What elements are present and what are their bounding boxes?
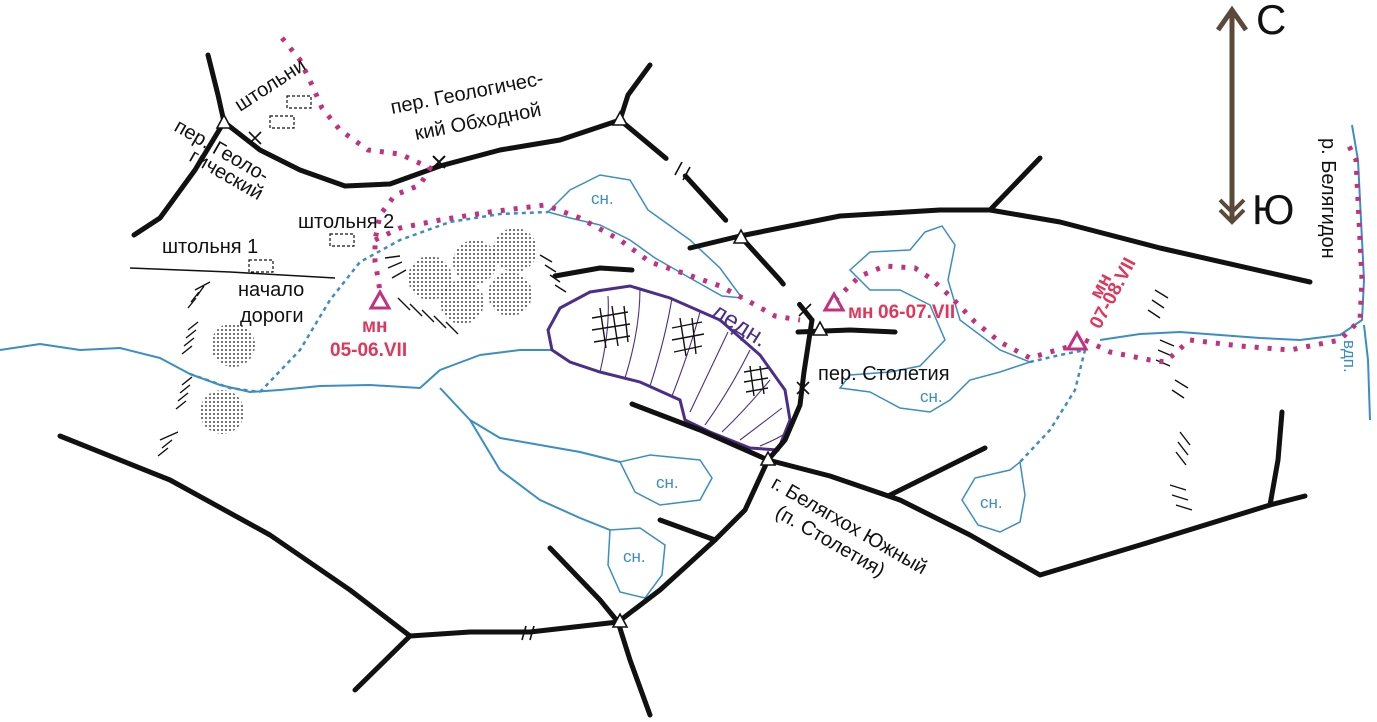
adit-2-label: штольня 2 (298, 211, 394, 233)
moraine-patch (200, 390, 244, 434)
snowfield-3-label: сн. (656, 473, 679, 492)
peak-triangle-icon (759, 450, 777, 466)
peak-triangle-icon (215, 113, 233, 129)
ridge-spur-west (687, 233, 743, 251)
ridge-sw-long (57, 433, 621, 639)
moraine-patches (200, 228, 537, 434)
main-river (0, 343, 552, 393)
snowfield-3 (618, 454, 713, 506)
map-labels: штольни пер. Геоло- гический пер. Геолог… (162, 54, 1359, 581)
moraine-patch (488, 272, 532, 316)
camp-triangle-icon (822, 290, 846, 312)
pass-cross-icon (798, 303, 812, 317)
camp-triangle-icon (1065, 329, 1089, 351)
road-line (129, 267, 336, 279)
ridge-south-spur1 (887, 445, 988, 498)
peak-triangle-icon (732, 228, 750, 244)
adits-label: штольни (231, 54, 310, 116)
ridge-south-long (765, 457, 1308, 578)
adit-rect-icon (329, 233, 355, 247)
snowfield-5-label: сн. (980, 493, 1003, 512)
ridge-sw-branch (352, 633, 413, 693)
moraine-patch (453, 240, 497, 284)
pass-markers (248, 131, 812, 395)
tributary-southwest (469, 419, 611, 531)
snowfield-4-label: сн. (623, 547, 646, 566)
compass-tail-icon (1218, 198, 1246, 215)
tributary-south (439, 387, 621, 463)
pass-cross-icon (432, 155, 446, 169)
adit-rect-icon (269, 115, 295, 129)
pass-cross-icon (796, 381, 810, 395)
river-label: р. Белягидон (1317, 138, 1339, 259)
moraine-patch (440, 280, 484, 324)
rivers (0, 124, 1371, 531)
stream-dashed-east (1019, 348, 1087, 463)
ridge-north-top (617, 62, 653, 123)
road-start-label-1: начало (238, 279, 304, 301)
snowfields: сн. сн. сн. сн. сн. (546, 174, 1033, 599)
peak-triangle-icon (611, 612, 629, 628)
snowfield-1-label: сн. (591, 189, 614, 208)
stream-dashed-west (259, 210, 549, 393)
compass-south-label: Ю (1252, 186, 1294, 233)
snowfield-5 (961, 460, 1026, 533)
road-start-label-2: дороги (240, 305, 304, 327)
camp-1-mark: мн (362, 316, 388, 337)
ridge-ticks (521, 161, 691, 641)
crevasse-icon (591, 305, 769, 397)
cliff-hatching (157, 254, 1193, 511)
moraine-patch (211, 323, 255, 367)
ridge-east-main (737, 207, 1313, 285)
snowfield-1 (546, 174, 744, 299)
compass-arrow-head-icon (1215, 5, 1249, 32)
ridge-south-tail (615, 619, 653, 718)
camp-1-dates: 05-06.VII (330, 340, 407, 361)
pass-cross-icon (248, 131, 262, 145)
pass-centenary-label: пер. Столетия (818, 363, 950, 385)
ridge-north-dash (617, 117, 815, 323)
route (280, 36, 1365, 365)
ridge-sw-spur (657, 517, 718, 543)
compass-tail-icon-2 (1218, 208, 1246, 225)
ridge-east-spur (987, 155, 1043, 213)
glacier-outline (546, 284, 792, 452)
peak-triangle-icon (811, 320, 829, 336)
peak-triangle-icon (611, 110, 629, 126)
moraine-patch (493, 228, 537, 272)
stream-dashed-southwest (189, 372, 261, 394)
route-track (280, 36, 1365, 365)
snowfield-2-label: сн. (920, 387, 943, 406)
waterfall-label: вдп. (1340, 340, 1359, 373)
ridge-south-spur2 (1267, 409, 1285, 508)
camps: мн 05-06.VII мн 06-07.VII мн 07-08.VII (330, 254, 1141, 361)
glacier-flow-lines (599, 287, 789, 447)
ridge-geological (131, 52, 227, 238)
ridges (57, 52, 1313, 718)
camp-triangle-icon (368, 288, 392, 310)
river-belyagidon-out (1363, 324, 1371, 421)
glacier: ледн. (546, 284, 792, 452)
compass-north-label: С (1256, 0, 1286, 43)
adit-rect-icon (248, 259, 274, 273)
snowfield-4 (607, 527, 666, 599)
camp-2-dates: 06-07.VII (878, 302, 955, 323)
ridge-sw-branch2 (547, 545, 621, 625)
ridge-west-glacier (629, 401, 771, 463)
adit-markers (248, 95, 355, 273)
adit-1-label: штольня 1 (162, 236, 258, 258)
camp-2-mark: мн (848, 302, 874, 323)
snowfield-2 (838, 225, 1033, 413)
ridge-north (221, 117, 623, 189)
adit-rect-icon (286, 95, 312, 109)
peak-markers (215, 110, 829, 628)
compass: С Ю (1215, 0, 1294, 233)
ridge-central (765, 317, 815, 463)
ridge-glacier-west (552, 265, 635, 279)
moraine-patch (408, 256, 452, 300)
